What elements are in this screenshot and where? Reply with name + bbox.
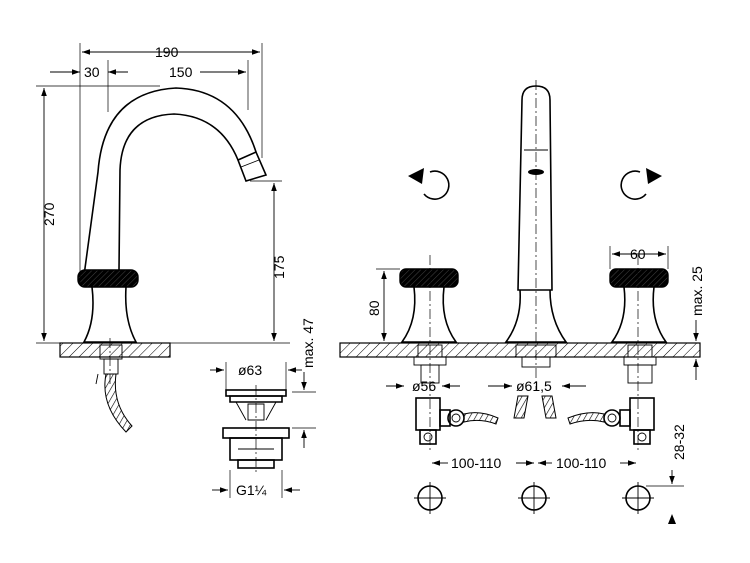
drain-assembly: ø63 max. 47 G1¼	[210, 318, 316, 498]
mounting-hole-right	[622, 482, 654, 514]
mounting-hole-left	[414, 482, 446, 514]
right-handle	[567, 255, 669, 450]
counterclockwise-arrow-icon	[408, 168, 450, 200]
spout-front	[504, 80, 568, 419]
dim-spout-reach: 190	[155, 44, 179, 60]
dim-total-height: 270	[41, 202, 57, 226]
dim-spout-outlet-height: 175	[271, 255, 287, 279]
dim-spacing-right: 100-110	[556, 455, 607, 471]
dim-spout-projection: 150	[169, 64, 193, 80]
dim-handle-height: 80	[366, 300, 382, 316]
dim-spout-offset: 30	[84, 64, 100, 80]
dim-spacing-left: 100-110	[451, 455, 502, 471]
dim-max-deck-right: max. 25	[689, 266, 705, 316]
deck-left	[59, 342, 171, 358]
spout-side-view: 190 30 150 270 175	[36, 43, 290, 433]
dim-max-deck-thickness: max. 47	[300, 318, 316, 368]
dim-spout-base-diameter: ø61,5	[516, 378, 552, 394]
front-view: 80 60 max. 25 ø56 ø61,5 100-110 100-110	[339, 80, 705, 524]
clockwise-arrow-icon	[620, 168, 662, 200]
dim-handle-diameter: 60	[630, 246, 646, 262]
spout-knurled-ring	[77, 269, 139, 288]
dim-drain-thread: G1¼	[236, 482, 267, 498]
dim-handle-base-diameter: ø56	[412, 378, 436, 394]
dim-hole-diameter: 28-32	[671, 424, 687, 460]
mounting-hole-center	[518, 482, 550, 514]
dim-drain-diameter: ø63	[238, 362, 262, 378]
left-handle	[399, 255, 499, 450]
